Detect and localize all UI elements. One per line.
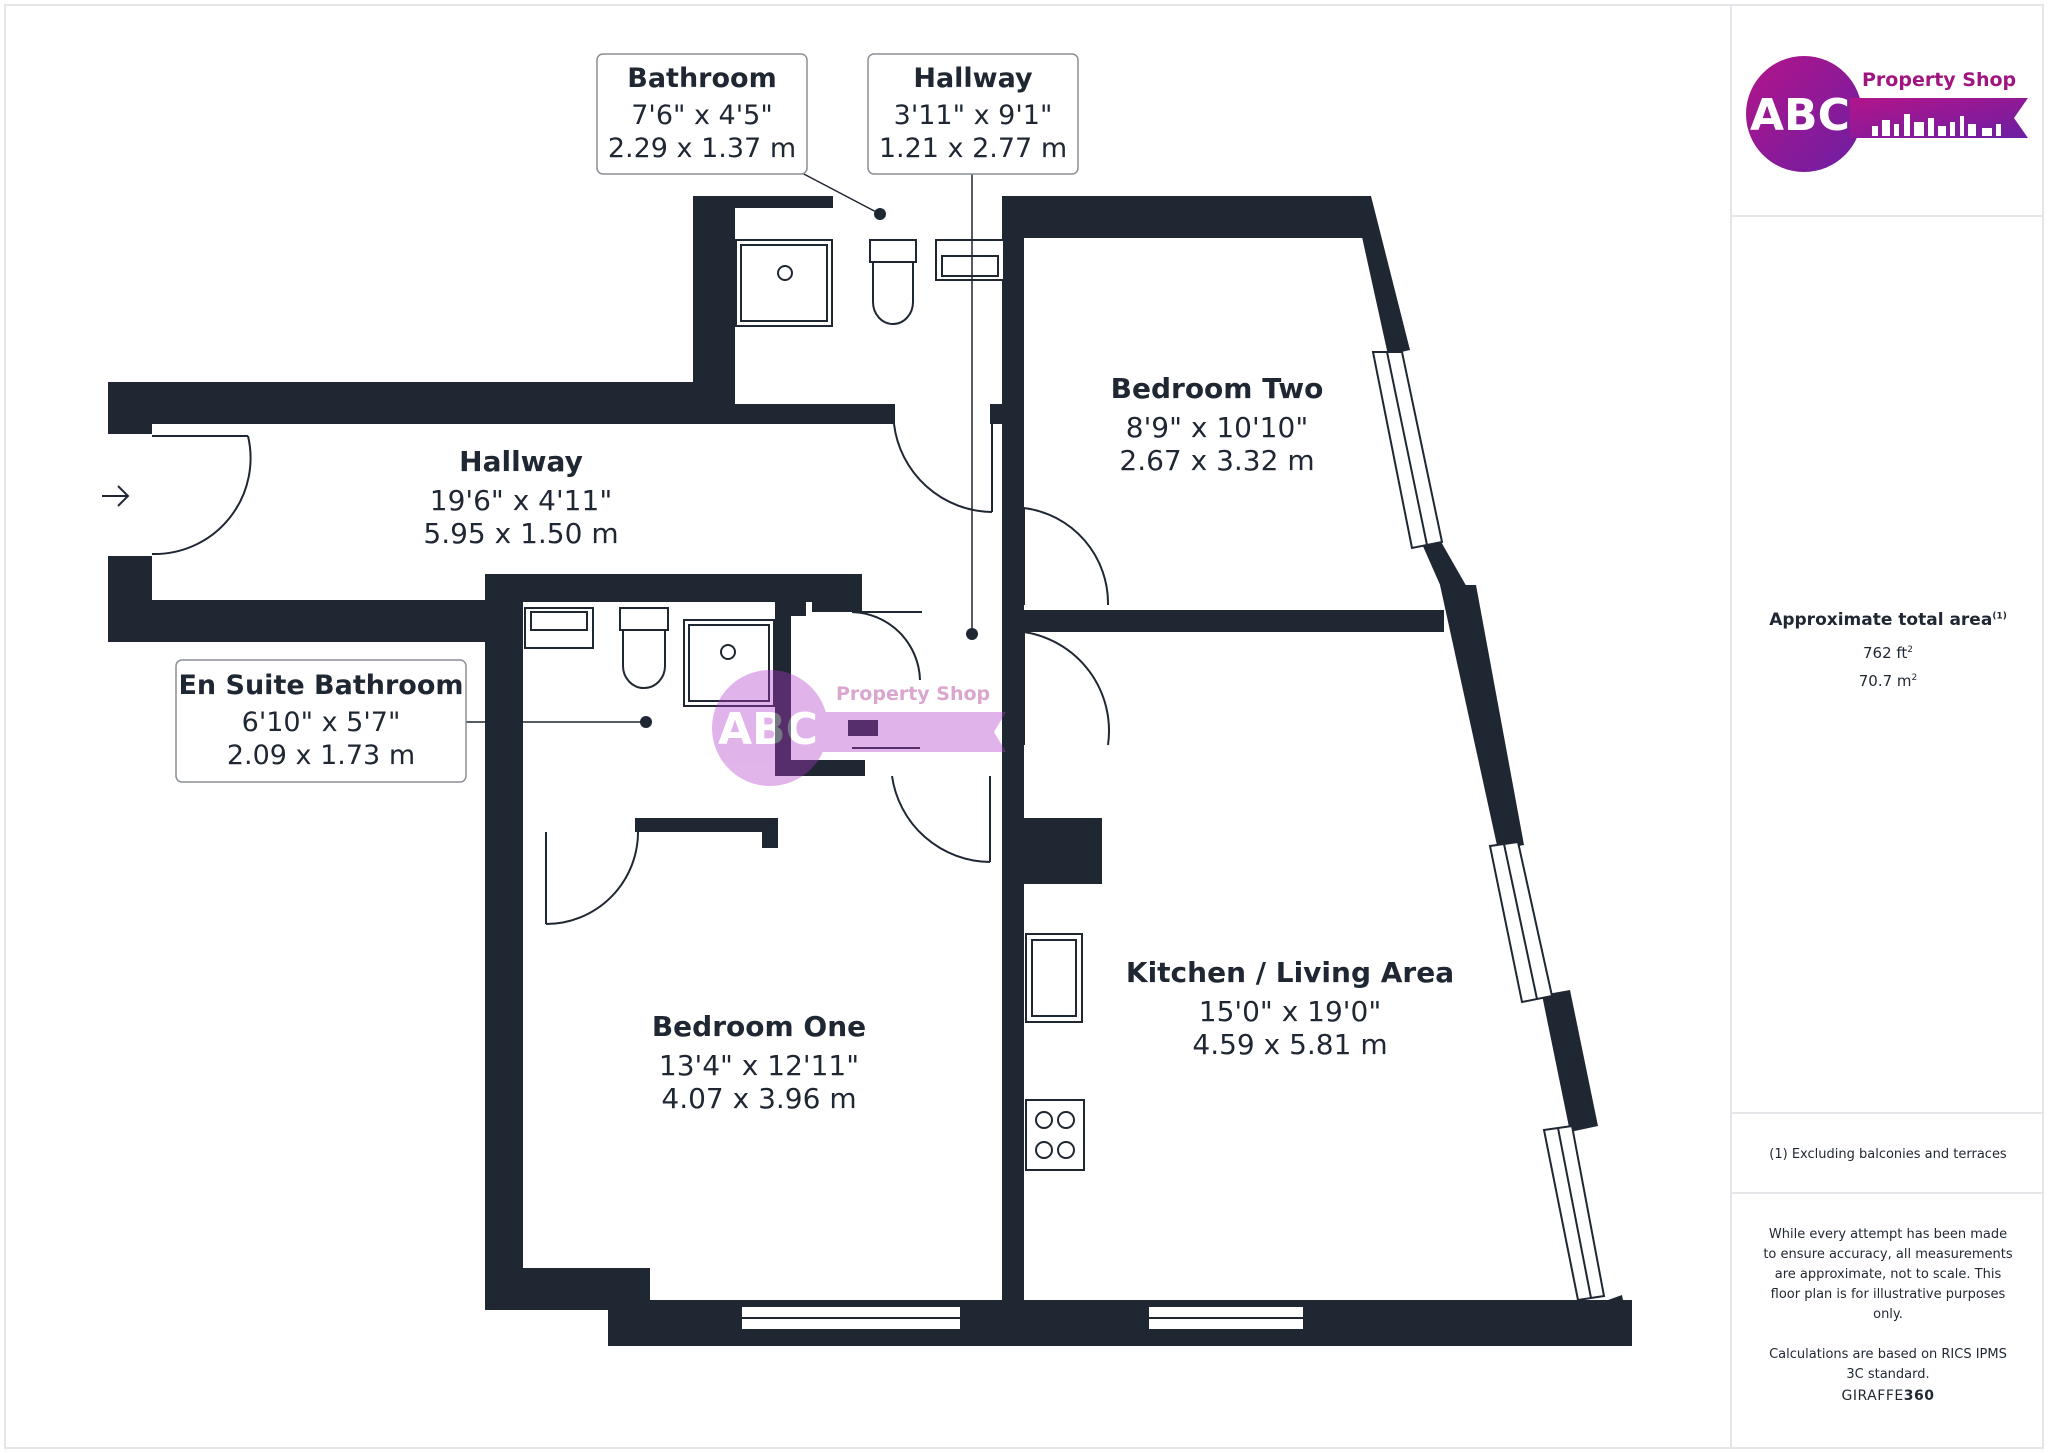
fixtures [524,239,1085,1171]
leader-lines [466,171,973,723]
floor-plan: ABC Property Shop Hallway 19'6" x 4'11" … [102,53,1632,1346]
room-name: Kitchen / Living Area [1126,956,1454,989]
room-metric: 2.29 x 1.37 m [608,133,796,164]
room-name: Hallway [913,63,1033,94]
page-frame [4,4,2044,1449]
callout-en-suite: En Suite Bathroom 6'10" x 5'7" 2.09 x 1.… [175,659,467,783]
disclaimer-accuracy: While every attempt has been made to ens… [1763,1227,2013,1322]
info-sidebar: ABC Property Shop Approximate total area… [1730,4,2044,1449]
room-imperial: 15'0" x 19'0" [1199,995,1381,1028]
room-metric: 5.95 x 1.50 m [423,517,618,550]
room-imperial: 7'6" x 4'5" [631,100,773,131]
total-area-m: 70.7 m2 [1858,672,1918,690]
divider [1732,1192,2044,1194]
callout-hallway-small: Hallway 3'11" x 9'1" 1.21 x 2.77 m [867,53,1079,175]
watermark-logo: ABC Property Shop [712,670,1006,786]
total-area-ft: 762 ft2 [1862,644,1914,662]
room-bedroom-one: Bedroom One 13'4" x 12'11" 4.07 x 3.96 m [652,1010,866,1115]
giraffe360-credit: GIRAFFE360 [1841,1388,1935,1404]
doors [151,423,1110,925]
room-name: Bathroom [627,63,776,94]
room-hallway-main: Hallway 19'6" x 4'11" 5.95 x 1.50 m [423,445,618,550]
room-imperial: 19'6" x 4'11" [430,484,612,517]
room-name: Bedroom One [652,1010,866,1043]
room-name: Hallway [459,445,583,478]
room-imperial: 8'9" x 10'10" [1126,411,1308,444]
callout-bathroom: Bathroom 7'6" x 4'5" 2.29 x 1.37 m [596,53,808,175]
total-area-title: Approximate total area(1) [1769,610,2007,630]
room-metric: 2.67 x 3.32 m [1119,444,1314,477]
logo-abc: ABC [1750,90,1850,141]
room-metric: 1.21 x 2.77 m [879,133,1067,164]
logo-property-shop: Property Shop [1862,69,2016,91]
room-imperial: 3'11" x 9'1" [894,100,1053,131]
window-panes [741,351,1592,1319]
disclaimer: While every attempt has been made to ens… [1762,1225,2014,1405]
room-name: Bedroom Two [1111,372,1324,405]
footnote: (1) Excluding balconies and terraces [1769,1147,2007,1162]
walls [108,196,1632,1346]
room-name: En Suite Bathroom [178,670,463,701]
watermark-abc: ABC [718,704,818,755]
leader-dots [640,208,978,728]
room-metric: 4.59 x 5.81 m [1192,1028,1387,1061]
room-imperial: 13'4" x 12'11" [659,1049,859,1082]
room-imperial: 6'10" x 5'7" [242,707,401,738]
room-bedroom-two: Bedroom Two 8'9" x 10'10" 2.67 x 3.32 m [1111,372,1324,477]
room-metric: 4.07 x 3.96 m [661,1082,856,1115]
brand-logo: ABC Property Shop [1746,56,2028,172]
room-kitchen-living: Kitchen / Living Area 15'0" x 19'0" 4.59… [1126,956,1454,1061]
divider [1732,1112,2044,1114]
entrance-arrow-icon [102,485,130,507]
disclaimer-rics: Calculations are based on RICS IPMS 3C s… [1769,1347,2007,1382]
watermark-property-shop: Property Shop [836,683,990,705]
room-metric: 2.09 x 1.73 m [227,740,415,771]
windows [740,351,1606,1331]
divider [1732,215,2044,217]
